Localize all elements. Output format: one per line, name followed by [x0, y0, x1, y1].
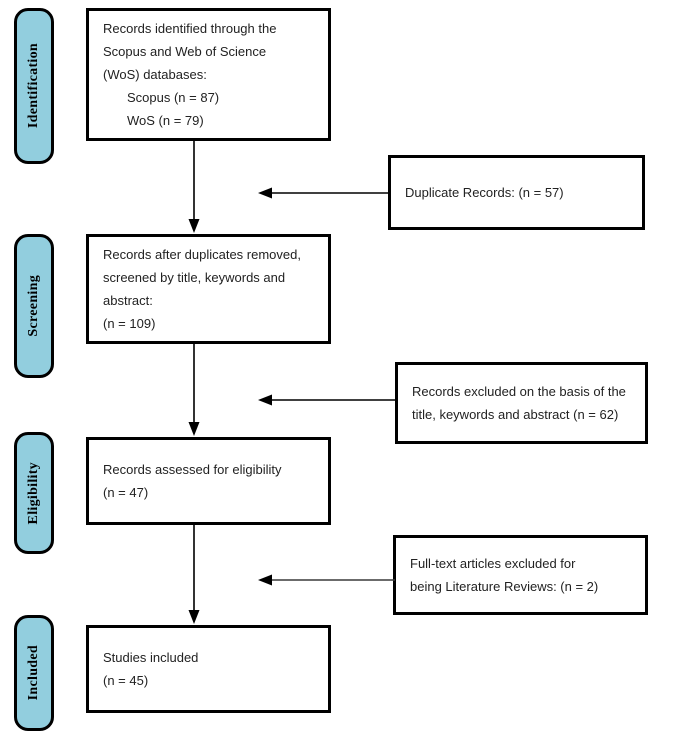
text-line: Records identified through the: [103, 21, 277, 36]
arrow-down-screening-to-eligibility: [186, 344, 202, 437]
text-line-scopus-count: Scopus (n = 87): [127, 90, 220, 105]
stage-label-screening: Screening: [26, 275, 41, 337]
box-records-excluded: Records excluded on the basis of the tit…: [395, 362, 648, 444]
text-line: Studies included: [103, 650, 199, 665]
text-line: Full-text articles excluded for: [410, 556, 576, 571]
box-records-after-duplicates: Records after duplicates removed, screen…: [86, 234, 331, 344]
text-line: Records after duplicates removed,: [103, 247, 301, 262]
arrow-left-fulltext-excluded: [258, 572, 396, 588]
stage-pill-screening: Screening: [14, 234, 54, 378]
box-studies-included: Studies included (n = 45): [86, 625, 331, 713]
stage-pill-included: Included: [14, 615, 54, 731]
text-line: Records assessed for eligibility: [103, 462, 282, 477]
box-studies-included-text: Studies included (n = 45): [89, 646, 328, 692]
text-line: being Literature Reviews: (n = 2): [410, 579, 599, 594]
box-records-identified-text: Records identified through the Scopus an…: [89, 17, 328, 132]
arrow-left-records-excluded: [258, 392, 398, 408]
arrow-down-eligibility-to-included: [186, 525, 202, 625]
box-duplicate-records: Duplicate Records: (n = 57): [388, 155, 645, 230]
text-line: (WoS) databases:: [103, 67, 207, 82]
text-line-wos-count: WoS (n = 79): [127, 113, 204, 128]
box-records-assessed-text: Records assessed for eligibility (n = 47…: [89, 458, 328, 504]
text-line: Records excluded on the basis of the: [412, 384, 626, 399]
box-duplicate-records-text: Duplicate Records: (n = 57): [391, 181, 642, 204]
text-line: Scopus and Web of Science: [103, 44, 267, 59]
text-line: abstract:: [103, 293, 153, 308]
arrow-left-duplicate-records: [258, 185, 390, 201]
box-records-identified: Records identified through the Scopus an…: [86, 8, 331, 141]
text-line: title, keywords and abstract (n = 62): [412, 407, 619, 422]
box-records-assessed: Records assessed for eligibility (n = 47…: [86, 437, 331, 525]
arrow-down-identification-to-screening: [186, 141, 202, 234]
text-line-count: (n = 47): [103, 485, 149, 500]
text-line-count: (n = 45): [103, 673, 149, 688]
stage-pill-identification: Identification: [14, 8, 54, 164]
stage-label-identification: Identification: [26, 43, 41, 129]
box-fulltext-excluded: Full-text articles excluded for being Li…: [393, 535, 648, 615]
text-line: screened by title, keywords and: [103, 270, 286, 285]
stage-label-eligibility: Eligibility: [26, 461, 41, 525]
box-records-excluded-text: Records excluded on the basis of the tit…: [398, 380, 645, 426]
stage-pill-eligibility: Eligibility: [14, 432, 54, 554]
stage-label-included: Included: [26, 645, 41, 701]
text-line-count: (n = 109): [103, 316, 156, 331]
box-fulltext-excluded-text: Full-text articles excluded for being Li…: [396, 552, 645, 598]
box-records-after-duplicates-text: Records after duplicates removed, screen…: [89, 243, 328, 335]
text-line: Duplicate Records: (n = 57): [405, 185, 564, 200]
